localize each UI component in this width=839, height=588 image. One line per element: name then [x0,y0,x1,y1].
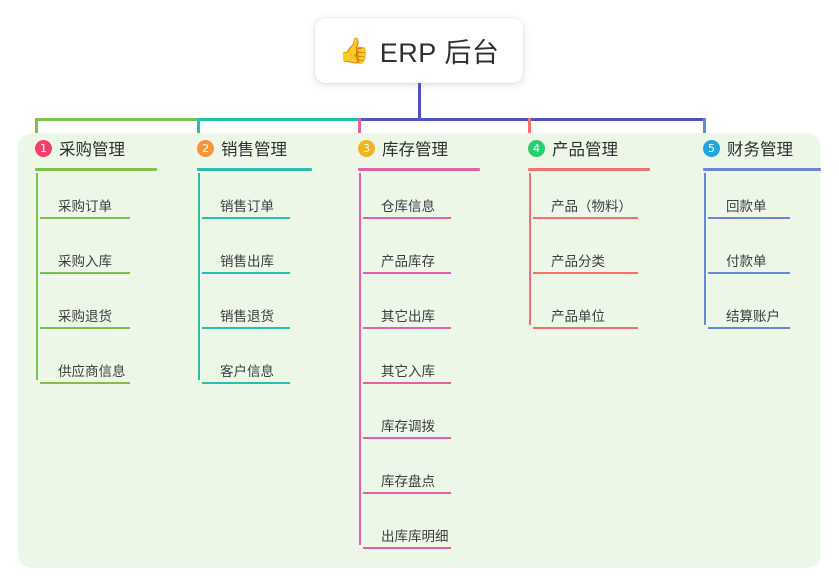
branch-drop-connector-1 [35,118,38,145]
branches-panel: 1 采购管理采购订单采购入库采购退货供应商信息 2 销售管理销售订单销售出库销售退货客… [18,133,821,568]
branch-item-label: 采购入库 [58,254,112,269]
branch-header-5[interactable]: 5 财务管理 [686,133,821,163]
branch-column-1: 1 采购管理采购订单采购入库采购退货供应商信息 [18,133,180,384]
branch-item-label: 供应商信息 [58,364,126,379]
branch-item-label: 仓库信息 [381,199,435,214]
branch-header-1[interactable]: 1 采购管理 [18,133,180,163]
bus-segment-blue [358,118,706,121]
branch-drop-connector-4 [528,118,531,145]
branch-column-3: 3 库存管理仓库信息产品库存其它出库其它入库库存调拨库存盘点出库库明细 [341,133,511,549]
branch-item-label: 销售订单 [220,199,274,214]
branch-underline [528,168,650,171]
branch-item-label: 其它出库 [381,309,435,324]
branch-item-underline [533,272,638,274]
branch-item-label: 产品分类 [551,254,605,269]
branch-item-label: 库存调拨 [381,419,435,434]
branch-item-underline [363,272,451,274]
branch-column-5: 5 财务管理回款单付款单结算账户 [686,133,821,329]
branch-underline [197,168,312,171]
branch-title: 采购管理 [59,141,125,159]
branch-rail [704,173,706,325]
branch-title: 销售管理 [221,141,287,159]
branch-item-label: 回款单 [726,199,767,214]
branch-drop-connector-5 [703,118,706,145]
branch-item-label: 库存盘点 [381,474,435,489]
branch-header-4[interactable]: 4 产品管理 [511,133,686,163]
branch-item-underline [533,327,638,329]
bus-segment-teal [197,118,360,121]
branch-item-label: 产品库存 [381,254,435,269]
branch-item-underline [202,217,290,219]
root-trunk-connector [417,83,421,121]
branch-item-underline [708,217,790,219]
branch-item-underline [363,382,451,384]
branch-item-label: 采购订单 [58,199,112,214]
branch-item-underline [363,437,451,439]
branch-number-badge: 3 [358,139,375,157]
branch-header-3[interactable]: 3 库存管理 [341,133,511,163]
branch-item-underline [202,382,290,384]
branch-drop-connector-2 [197,118,200,145]
branch-item-underline [40,217,130,219]
branch-item-underline [708,327,790,329]
branch-item-label: 结算账户 [726,309,780,324]
branch-item-label: 产品单位 [551,309,605,324]
branch-item-underline [363,547,451,549]
branch-underline [703,168,821,171]
branch-item-label: 其它入库 [381,364,435,379]
branch-item-underline [708,272,790,274]
branch-item-underline [202,272,290,274]
branch-underline [358,168,480,171]
root-label: ERP 后台 [379,38,500,68]
branch-number-badge: 1 [35,139,52,157]
branch-item-underline [533,217,638,219]
branch-item-label: 出库库明细 [381,529,449,544]
branch-title: 产品管理 [552,141,618,159]
branch-item-underline [40,382,130,384]
branch-header-2[interactable]: 2 销售管理 [180,133,341,163]
branch-item-label: 付款单 [726,254,767,269]
root-node[interactable]: 👍 ERP 后台 [315,18,523,83]
branch-column-4: 4 产品管理产品（物料） 产品分类产品单位 [511,133,686,329]
branch-item-label: 产品（物料） [551,199,632,214]
branch-item-underline [363,217,451,219]
branch-item-label: 客户信息 [220,364,274,379]
branch-title: 库存管理 [382,141,448,159]
branch-item-label: 采购退货 [58,309,112,324]
branch-underline [35,168,157,171]
branch-title: 财务管理 [727,141,793,159]
branch-number-badge: 5 [703,139,720,157]
thumbs-up-icon: 👍 [338,37,370,65]
branch-item-label: 销售出库 [220,254,274,269]
branch-rail [529,173,531,325]
branch-item-label: 销售退货 [220,309,274,324]
branch-item-underline [40,327,130,329]
bus-segment-green [35,118,199,121]
branch-number-badge: 4 [528,139,545,157]
branch-column-2: 2 销售管理销售订单销售出库销售退货客户信息 [180,133,341,384]
branch-drop-connector-3 [358,118,361,145]
branch-number-badge: 2 [197,139,214,157]
branch-rail [36,173,38,380]
branch-rail [359,173,361,545]
branch-item-underline [40,272,130,274]
branch-item-underline [363,492,451,494]
branch-rail [198,173,200,380]
branch-item-underline [202,327,290,329]
branch-item-underline [363,327,451,329]
